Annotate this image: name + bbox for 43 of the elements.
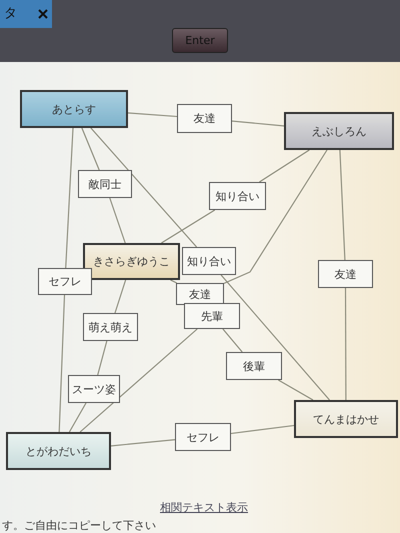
connector-line <box>278 380 314 400</box>
connector-line <box>80 328 198 432</box>
connector-line <box>97 340 108 376</box>
relation-box: セフレ <box>38 268 92 295</box>
person-box: えぶしろん <box>284 112 394 150</box>
connector-line <box>344 288 346 400</box>
connector-line <box>128 112 178 118</box>
relation-box: 敵同士 <box>78 170 132 198</box>
relation-box: 友達 <box>176 283 224 305</box>
connector-line <box>65 128 74 268</box>
connector-line <box>222 328 243 352</box>
note-text: す。ご自由にコピーして下さい <box>2 518 156 533</box>
connector-line <box>81 128 100 170</box>
person-box: あとらす <box>20 90 128 128</box>
connector-line <box>161 210 216 244</box>
connector-line <box>170 280 178 284</box>
relation-box: 知り合い <box>182 247 236 275</box>
relation-box: 後輩 <box>226 352 282 380</box>
connector-line <box>259 150 310 182</box>
connector-line <box>68 402 86 432</box>
relation-box: 友達 <box>177 104 232 133</box>
connector-line <box>220 274 330 400</box>
enter-button: Enter <box>172 28 228 53</box>
tab: タ <box>0 0 52 28</box>
connector-line <box>110 439 176 446</box>
connector-line <box>90 128 198 248</box>
relation-box: 友達 <box>318 260 373 288</box>
relation-box: 先輩 <box>184 303 240 329</box>
relation-box: 萌え萌え <box>83 313 138 341</box>
link: 相関テキスト表示 <box>160 500 248 515</box>
person-box: てんまはかせ <box>294 400 398 438</box>
connector-line <box>109 198 126 244</box>
relation-box: スーツ姿 <box>68 375 120 403</box>
connector-line <box>224 150 328 284</box>
person-box: きさらぎゆうこ <box>83 243 180 280</box>
connector-line <box>58 294 66 432</box>
connector-line <box>230 424 294 434</box>
relation-box: 知り合い <box>209 182 266 210</box>
connector-line <box>339 150 346 260</box>
connector-line <box>114 280 126 314</box>
relation-box: セフレ <box>175 423 231 451</box>
person-box: とがわだいち <box>6 432 111 470</box>
connector-line <box>232 120 284 126</box>
